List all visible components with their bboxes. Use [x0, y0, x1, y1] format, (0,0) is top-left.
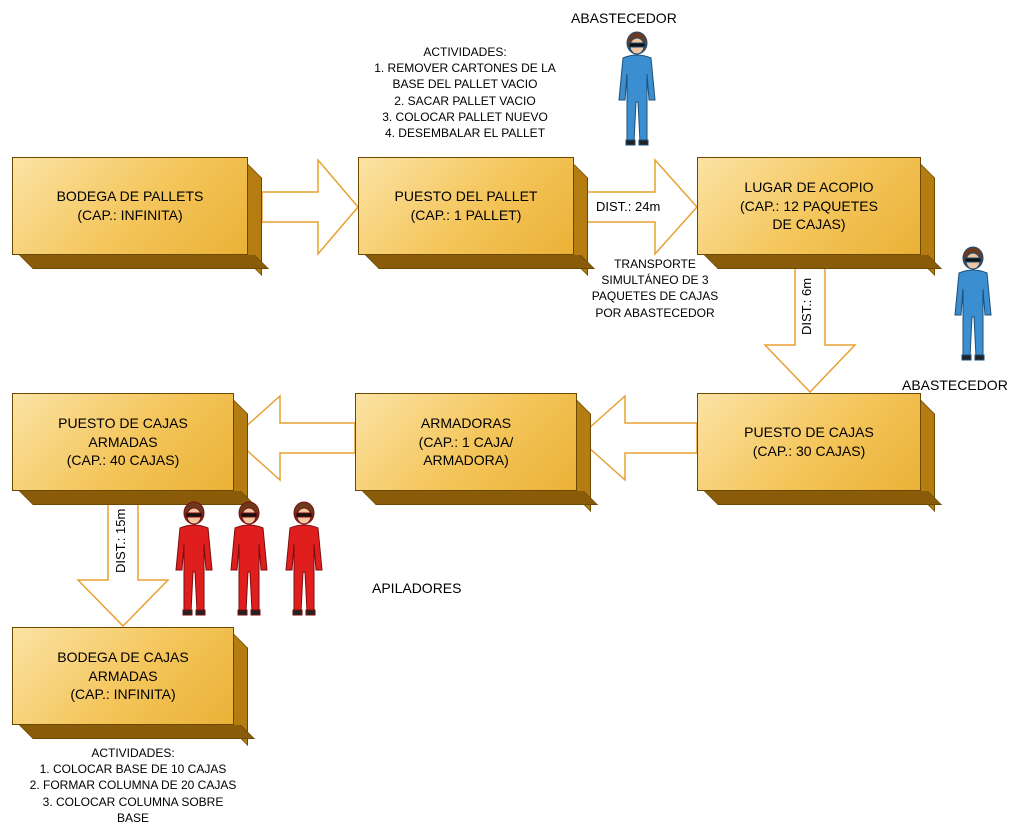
box-puesto-de-cajas-text: PUESTO DE CAJAS (CAP.: 30 CAJAS): [697, 393, 921, 491]
box-bodega-de-pallets-text: BODEGA DE PALLETS (CAP.: INFINITA): [12, 157, 248, 255]
box-bodega-de-pallets: BODEGA DE PALLETS (CAP.: INFINITA): [12, 157, 269, 276]
apiladores-label: APILADORES: [372, 580, 462, 596]
box-puesto-del-pallet-text: PUESTO DEL PALLET (CAP.: 1 PALLET): [358, 157, 574, 255]
transporte-annotation: TRANSPORTE SIMULTÁNEO DE 3 PAQUETES DE C…: [591, 257, 719, 320]
abastecedor-top-label: ABASTECEDOR: [571, 10, 677, 26]
box-puesto-de-cajas: PUESTO DE CAJAS (CAP.: 30 CAJAS): [697, 393, 942, 512]
box-bodega-de-cajas-armadas: BODEGA DE CAJAS ARMADAS (CAP.: INFINITA): [12, 627, 255, 746]
box-puesto-de-cajas-armadas: PUESTO DE CAJAS ARMADAS (CAP.: 40 CAJAS): [12, 393, 255, 512]
box-lugar-de-acopio-text: LUGAR DE ACOPIO (CAP.: 12 PAQUETES DE CA…: [697, 157, 921, 255]
distance-label-15m: DIST.: 15m: [113, 508, 128, 573]
actividades-top-annotation: ACTIVIDADES: 1. REMOVER CARTONES DE LA B…: [374, 45, 556, 140]
box-armadoras-text: ARMADORAS (CAP.: 1 CAJA/ ARMADORA): [355, 393, 577, 491]
box-puesto-del-pallet: PUESTO DEL PALLET (CAP.: 1 PALLET): [358, 157, 595, 276]
box-lugar-de-acopio: LUGAR DE ACOPIO (CAP.: 12 PAQUETES DE CA…: [697, 157, 942, 276]
box-puesto-de-cajas-armadas-text: PUESTO DE CAJAS ARMADAS (CAP.: 40 CAJAS): [12, 393, 234, 491]
distance-label-24m: DIST.: 24m: [596, 199, 661, 214]
distance-label-6m: DIST.: 6m: [799, 277, 814, 335]
arrow-down-2: [76, 489, 170, 628]
box-armadoras: ARMADORAS (CAP.: 1 CAJA/ ARMADORA): [355, 393, 598, 512]
abastecedor-right-label: ABASTECEDOR: [902, 377, 1008, 393]
box-bodega-de-cajas-armadas-text: BODEGA DE CAJAS ARMADAS (CAP.: INFINITA): [12, 627, 234, 725]
arrow-right-1: [261, 157, 359, 257]
actividades-bottom-annotation: ACTIVIDADES: 1. COLOCAR BASE DE 10 CAJAS…: [29, 746, 237, 825]
arrow-left-2: [231, 394, 356, 482]
arrow-left-1: [576, 394, 698, 482]
arrow-down-1: [763, 254, 857, 394]
